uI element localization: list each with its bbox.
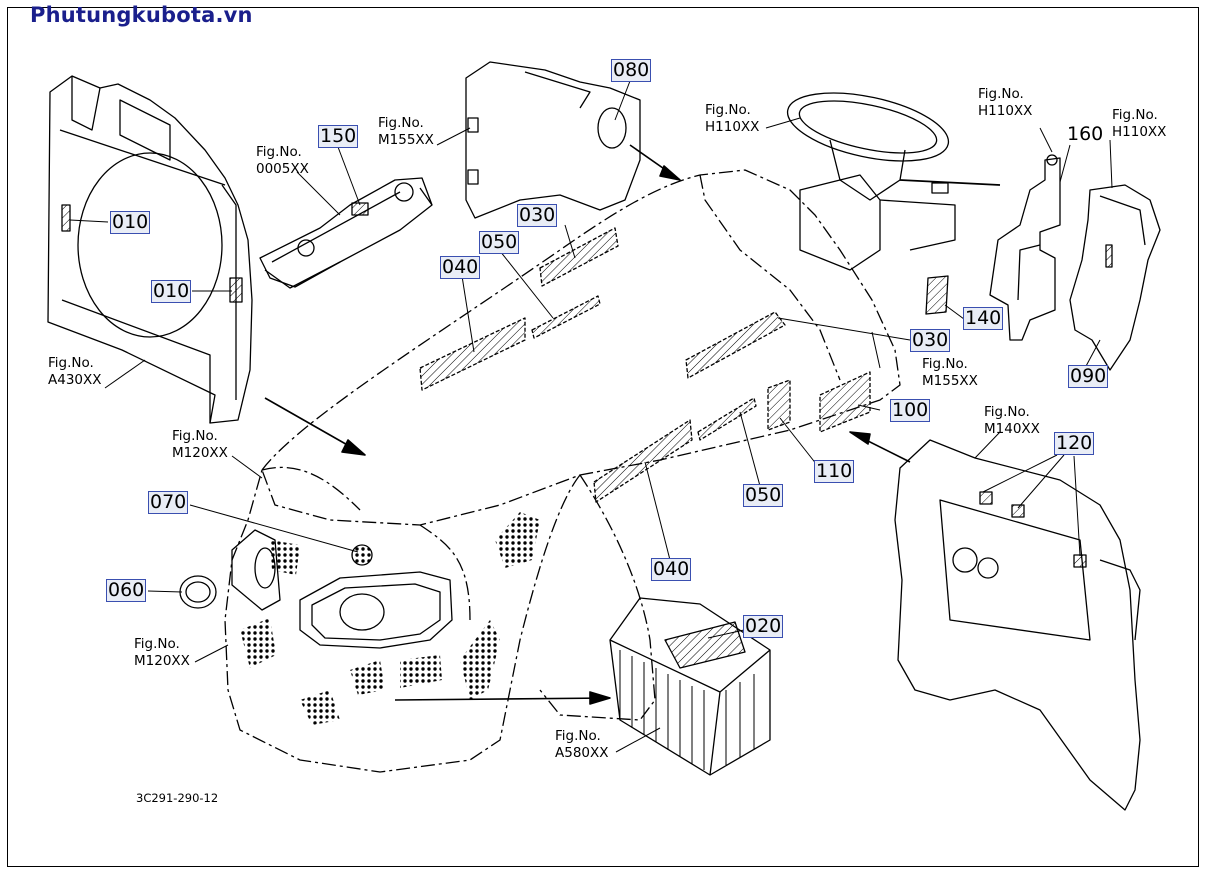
direction-arrows <box>264 144 911 705</box>
part-tag-090[interactable]: 090 <box>1068 365 1109 388</box>
leader-lines <box>69 80 1113 753</box>
hood-texture <box>240 512 540 725</box>
decal-070 <box>351 544 373 566</box>
part-tag-040[interactable]: 040 <box>440 256 481 279</box>
part-tag-160[interactable]: 160 <box>1067 123 1104 145</box>
fig-ref-a580[interactable]: Fig.No.A580XX <box>555 728 609 761</box>
part-tag-010[interactable]: 010 <box>110 211 151 234</box>
fig-ref-m140[interactable]: Fig.No.M140XX <box>984 404 1040 437</box>
part-tag-140[interactable]: 140 <box>963 307 1004 330</box>
part-tag-080[interactable]: 080 <box>611 59 652 82</box>
hood-stickers <box>419 227 949 503</box>
radiator-shroud <box>47 75 253 424</box>
part-tag-100[interactable]: 100 <box>890 399 931 422</box>
fig-ref-m120-top[interactable]: Fig.No.M120XX <box>172 428 228 461</box>
steering-dash <box>786 92 1001 271</box>
part-tag-120[interactable]: 120 <box>1054 432 1095 455</box>
hood <box>224 169 901 773</box>
drawing-code: 3C291-290-12 <box>136 791 219 805</box>
decal-060 <box>179 575 217 609</box>
fig-ref-h110-cover[interactable]: Fig.No.H110XX <box>1112 107 1167 140</box>
dash-bracket <box>989 154 1061 341</box>
watermark: Phutungkubota.vn <box>30 3 253 27</box>
headlights <box>231 529 453 649</box>
part-tag-030[interactable]: 030 <box>517 204 558 227</box>
fig-ref-a430[interactable]: Fig.No.A430XX <box>48 355 102 388</box>
part-tag-050[interactable]: 050 <box>743 484 784 507</box>
rear-panel <box>465 61 641 219</box>
part-tag-020[interactable]: 020 <box>743 615 784 638</box>
fig-ref-h110-bracket[interactable]: Fig.No.H110XX <box>978 86 1033 119</box>
part-tag-070[interactable]: 070 <box>148 491 189 514</box>
part-tag-110[interactable]: 110 <box>814 460 855 483</box>
valve-cover <box>259 177 433 289</box>
part-tag-060[interactable]: 060 <box>106 579 147 602</box>
fig-ref-m120-bottom[interactable]: Fig.No.M120XX <box>134 636 190 669</box>
fig-ref-m155-top[interactable]: Fig.No.M155XX <box>378 115 434 148</box>
side-cover <box>1069 184 1161 371</box>
drawing-frame <box>7 7 1199 867</box>
part-tag-040[interactable]: 040 <box>651 558 692 581</box>
fig-ref-m155-right[interactable]: Fig.No.M155XX <box>922 356 978 389</box>
part-tag-050[interactable]: 050 <box>479 231 520 254</box>
bulkhead-panel <box>894 439 1141 811</box>
part-tag-150[interactable]: 150 <box>318 125 359 148</box>
part-tag-030[interactable]: 030 <box>910 329 951 352</box>
fig-ref-0005[interactable]: Fig.No.0005XX <box>256 144 309 177</box>
fig-ref-h110-wheel[interactable]: Fig.No.H110XX <box>705 102 760 135</box>
part-tag-010[interactable]: 010 <box>151 280 192 303</box>
battery <box>609 597 771 776</box>
